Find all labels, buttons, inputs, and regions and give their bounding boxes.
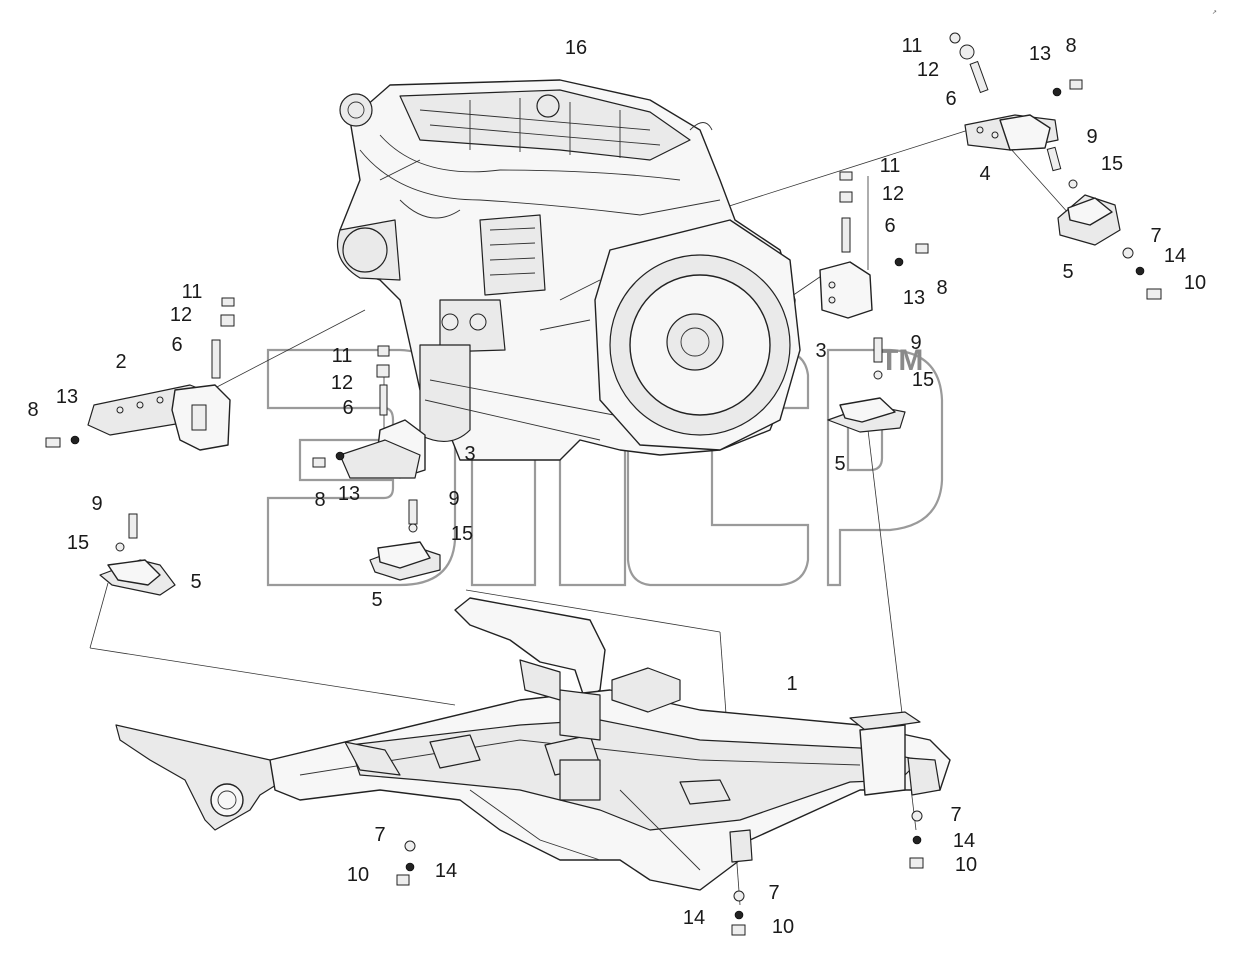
right-center-mount	[819, 171, 929, 433]
callout-c11b: 11	[880, 155, 901, 177]
callout-c15d: 15	[451, 523, 473, 545]
callout-c4: 4	[979, 163, 990, 185]
callout-c12b: 12	[882, 183, 904, 205]
engine-assembly	[336, 79, 801, 461]
corner-mark: ↗	[1212, 9, 1217, 16]
callout-c7b: 7	[374, 824, 385, 846]
callout-c7c: 7	[768, 882, 779, 904]
callout-c13a: 13	[1029, 43, 1051, 65]
callout-c6a: 6	[945, 88, 956, 110]
callout-c10c: 10	[772, 916, 794, 938]
left-bracket-assembly	[45, 297, 235, 596]
callout-c11a: 11	[902, 35, 923, 57]
callout-c14c: 14	[683, 907, 705, 929]
callout-c10d: 10	[955, 854, 977, 876]
callout-c9c: 9	[91, 493, 102, 515]
callout-c8a: 8	[1065, 35, 1076, 57]
callout-c8b: 8	[936, 277, 947, 299]
center-left-mount	[312, 345, 441, 581]
callout-c5d: 5	[371, 589, 382, 611]
callout-c3a: 3	[815, 340, 826, 362]
callout-c15b: 15	[912, 369, 934, 391]
callout-c5a: 5	[1062, 261, 1073, 283]
callout-c5c: 5	[190, 571, 201, 593]
callout-c9a: 9	[1086, 126, 1097, 148]
callout-c16: 16	[565, 37, 587, 59]
callout-c3b: 3	[464, 443, 475, 465]
callout-c2: 2	[115, 351, 126, 373]
right-rear-mount	[949, 32, 1162, 300]
callout-c12a: 12	[917, 59, 939, 81]
callout-c6c: 6	[171, 334, 182, 356]
callout-c6b: 6	[884, 215, 895, 237]
callout-c15a: 15	[1101, 153, 1123, 175]
callout-c14d: 14	[953, 830, 975, 852]
trademark-label: TM	[880, 344, 923, 377]
callout-c15c: 15	[67, 532, 89, 554]
callout-c12d: 12	[331, 372, 353, 394]
lower-hardware	[396, 810, 924, 936]
subframe-1	[115, 597, 951, 891]
callout-c5b: 5	[834, 453, 845, 475]
callout-c11c: 11	[182, 281, 203, 303]
callout-c11d: 11	[332, 345, 353, 367]
callout-c8d: 8	[314, 489, 325, 511]
callout-c13d: 13	[338, 483, 360, 505]
callout-c9b: 9	[910, 332, 921, 354]
callout-c7d: 7	[950, 804, 961, 826]
callout-c10a: 10	[1184, 272, 1206, 294]
callout-c9d: 9	[448, 488, 459, 510]
callout-c8c: 8	[27, 399, 38, 421]
callout-c14a: 14	[1164, 245, 1186, 267]
callout-c13b: 13	[903, 287, 925, 309]
callout-c12c: 12	[170, 304, 192, 326]
callout-c6d: 6	[342, 397, 353, 419]
callout-c14b: 14	[435, 860, 457, 882]
callout-c1: 1	[786, 673, 797, 695]
callout-c13c: 13	[56, 386, 78, 408]
callout-c10b: 10	[347, 864, 369, 886]
callout-c7a: 7	[1150, 225, 1161, 247]
